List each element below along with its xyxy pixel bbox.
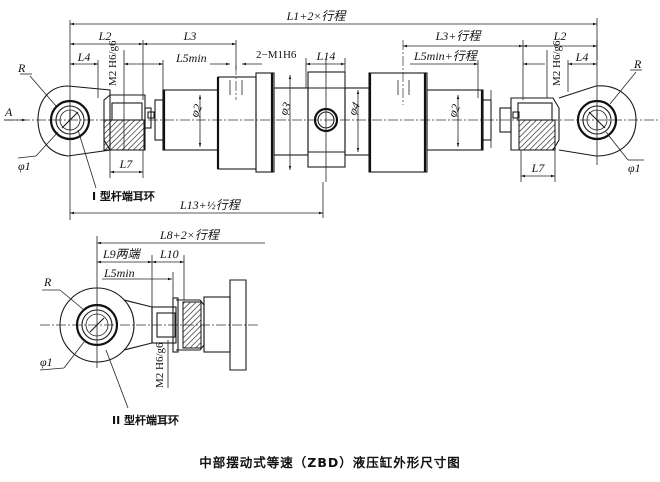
dim-l4-left: L4: [77, 50, 91, 64]
dim-overall-length: L1+2×行程: [286, 9, 348, 23]
fit-m2-bottom: M2 H6/g6: [154, 342, 166, 388]
dia-phi2-right: φ2: [445, 102, 463, 119]
top-view: A: [4, 9, 660, 220]
left-cylinder-tube: [162, 65, 309, 173]
dia-phi1-left: φ1: [18, 159, 31, 173]
radius-r-right: R: [633, 57, 642, 71]
figure-caption: 中部摆动式等速（ZBD）液压缸外形尺寸图: [199, 455, 460, 470]
dim-l3-stroke: L3+行程: [435, 29, 483, 43]
dim-l5min-left: L5min: [175, 51, 207, 65]
right-rod-end-body: [499, 97, 560, 151]
dim-l7-right: L7: [531, 161, 546, 175]
dim-l9-both-ends: L9两端: [102, 247, 142, 261]
dim-l8: L8+2×行程: [159, 228, 221, 242]
dim-l2-right: L2: [553, 29, 567, 43]
type2-rod-eye-label: II 型杆端耳环: [112, 413, 179, 427]
dia-phi2-left: φ2: [187, 102, 205, 119]
dim-l4-right: L4: [575, 50, 589, 64]
radius-r-bottom: R: [43, 275, 52, 289]
dim-l5min-bottom: L5min: [103, 266, 135, 280]
type2-rod-end-body: [151, 279, 247, 371]
fit-m2-right: M2 H6/g6: [551, 40, 563, 86]
fit-m2-left: M2 H6/g6: [107, 40, 119, 86]
dia-phi1-right: φ1: [628, 161, 641, 175]
radius-r-left: R: [17, 61, 26, 75]
dim-l14: L14: [316, 49, 336, 63]
thread-2-m1h6: 2−M1H6: [256, 49, 297, 61]
view-label-a: A: [4, 105, 13, 119]
dim-l5min-stroke: L5min+行程: [413, 49, 479, 63]
right-cylinder-tube: [368, 40, 492, 173]
bottom-dimensions: [39, 241, 265, 409]
left-rod-end-body: [103, 94, 164, 151]
top-dimensions: [17, 18, 644, 218]
bottom-view: L8+2×行程 L9两端 L10 L5min R φ1 M2 H6/g6 II …: [39, 228, 265, 427]
dim-l10: L10: [159, 247, 179, 261]
trunnion-block: [307, 58, 370, 182]
dim-l7-left: L7: [119, 157, 134, 171]
type1-rod-eye-label: I 型杆端耳环: [92, 189, 155, 203]
dim-l3: L3: [183, 29, 197, 43]
dim-l13: L13+½行程: [179, 198, 242, 212]
dia-phi1-bottom: φ1: [40, 355, 53, 369]
right-rod-eye: [558, 40, 637, 165]
left-rod-eye: [37, 60, 111, 220]
dia-phi3: φ3: [276, 100, 294, 117]
dim-l2-left: L2: [98, 29, 112, 43]
dia-phi4: φ4: [345, 100, 363, 117]
